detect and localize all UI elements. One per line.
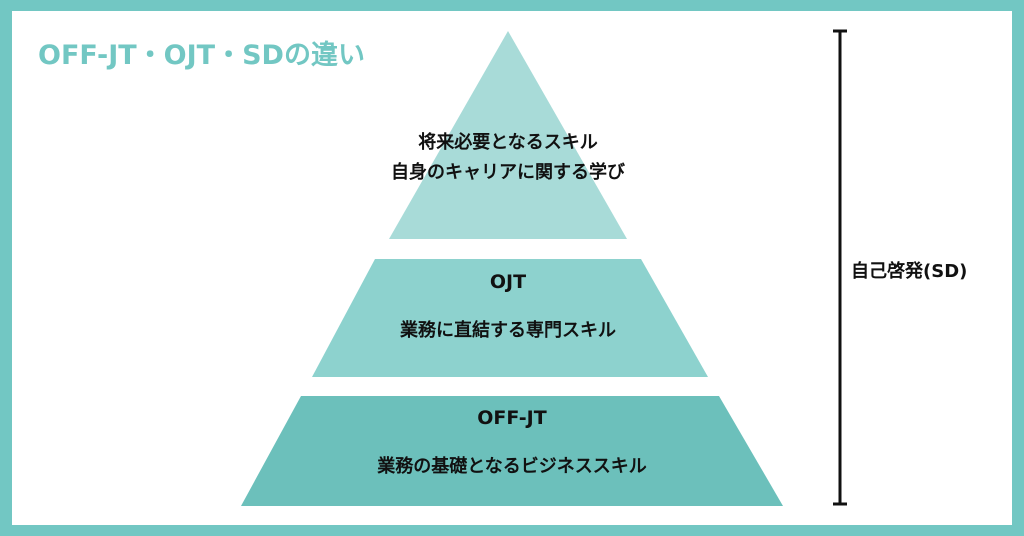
middle-tier-description: 業務に直結する専門スキル (400, 320, 616, 341)
self-development-label: 自己啓発(SD) (851, 261, 968, 282)
pyramid-tier-top (389, 31, 627, 239)
pyramid-tier-middle (312, 259, 708, 377)
sd-bracket (833, 29, 847, 506)
middle-tier-heading: OJT (489, 271, 527, 293)
pyramid-tier-bottom (241, 396, 783, 506)
page-title: OFF-JT・OJT・SDの違い (38, 40, 365, 71)
bottom-tier-description: 業務の基礎となるビジネススキル (377, 456, 647, 477)
bottom-tier-heading: OFF-JT (477, 407, 547, 429)
top-tier-line-2: 自身のキャリアに関する学び (391, 162, 625, 183)
top-tier-line-1: 将来必要となるスキル (418, 132, 598, 153)
